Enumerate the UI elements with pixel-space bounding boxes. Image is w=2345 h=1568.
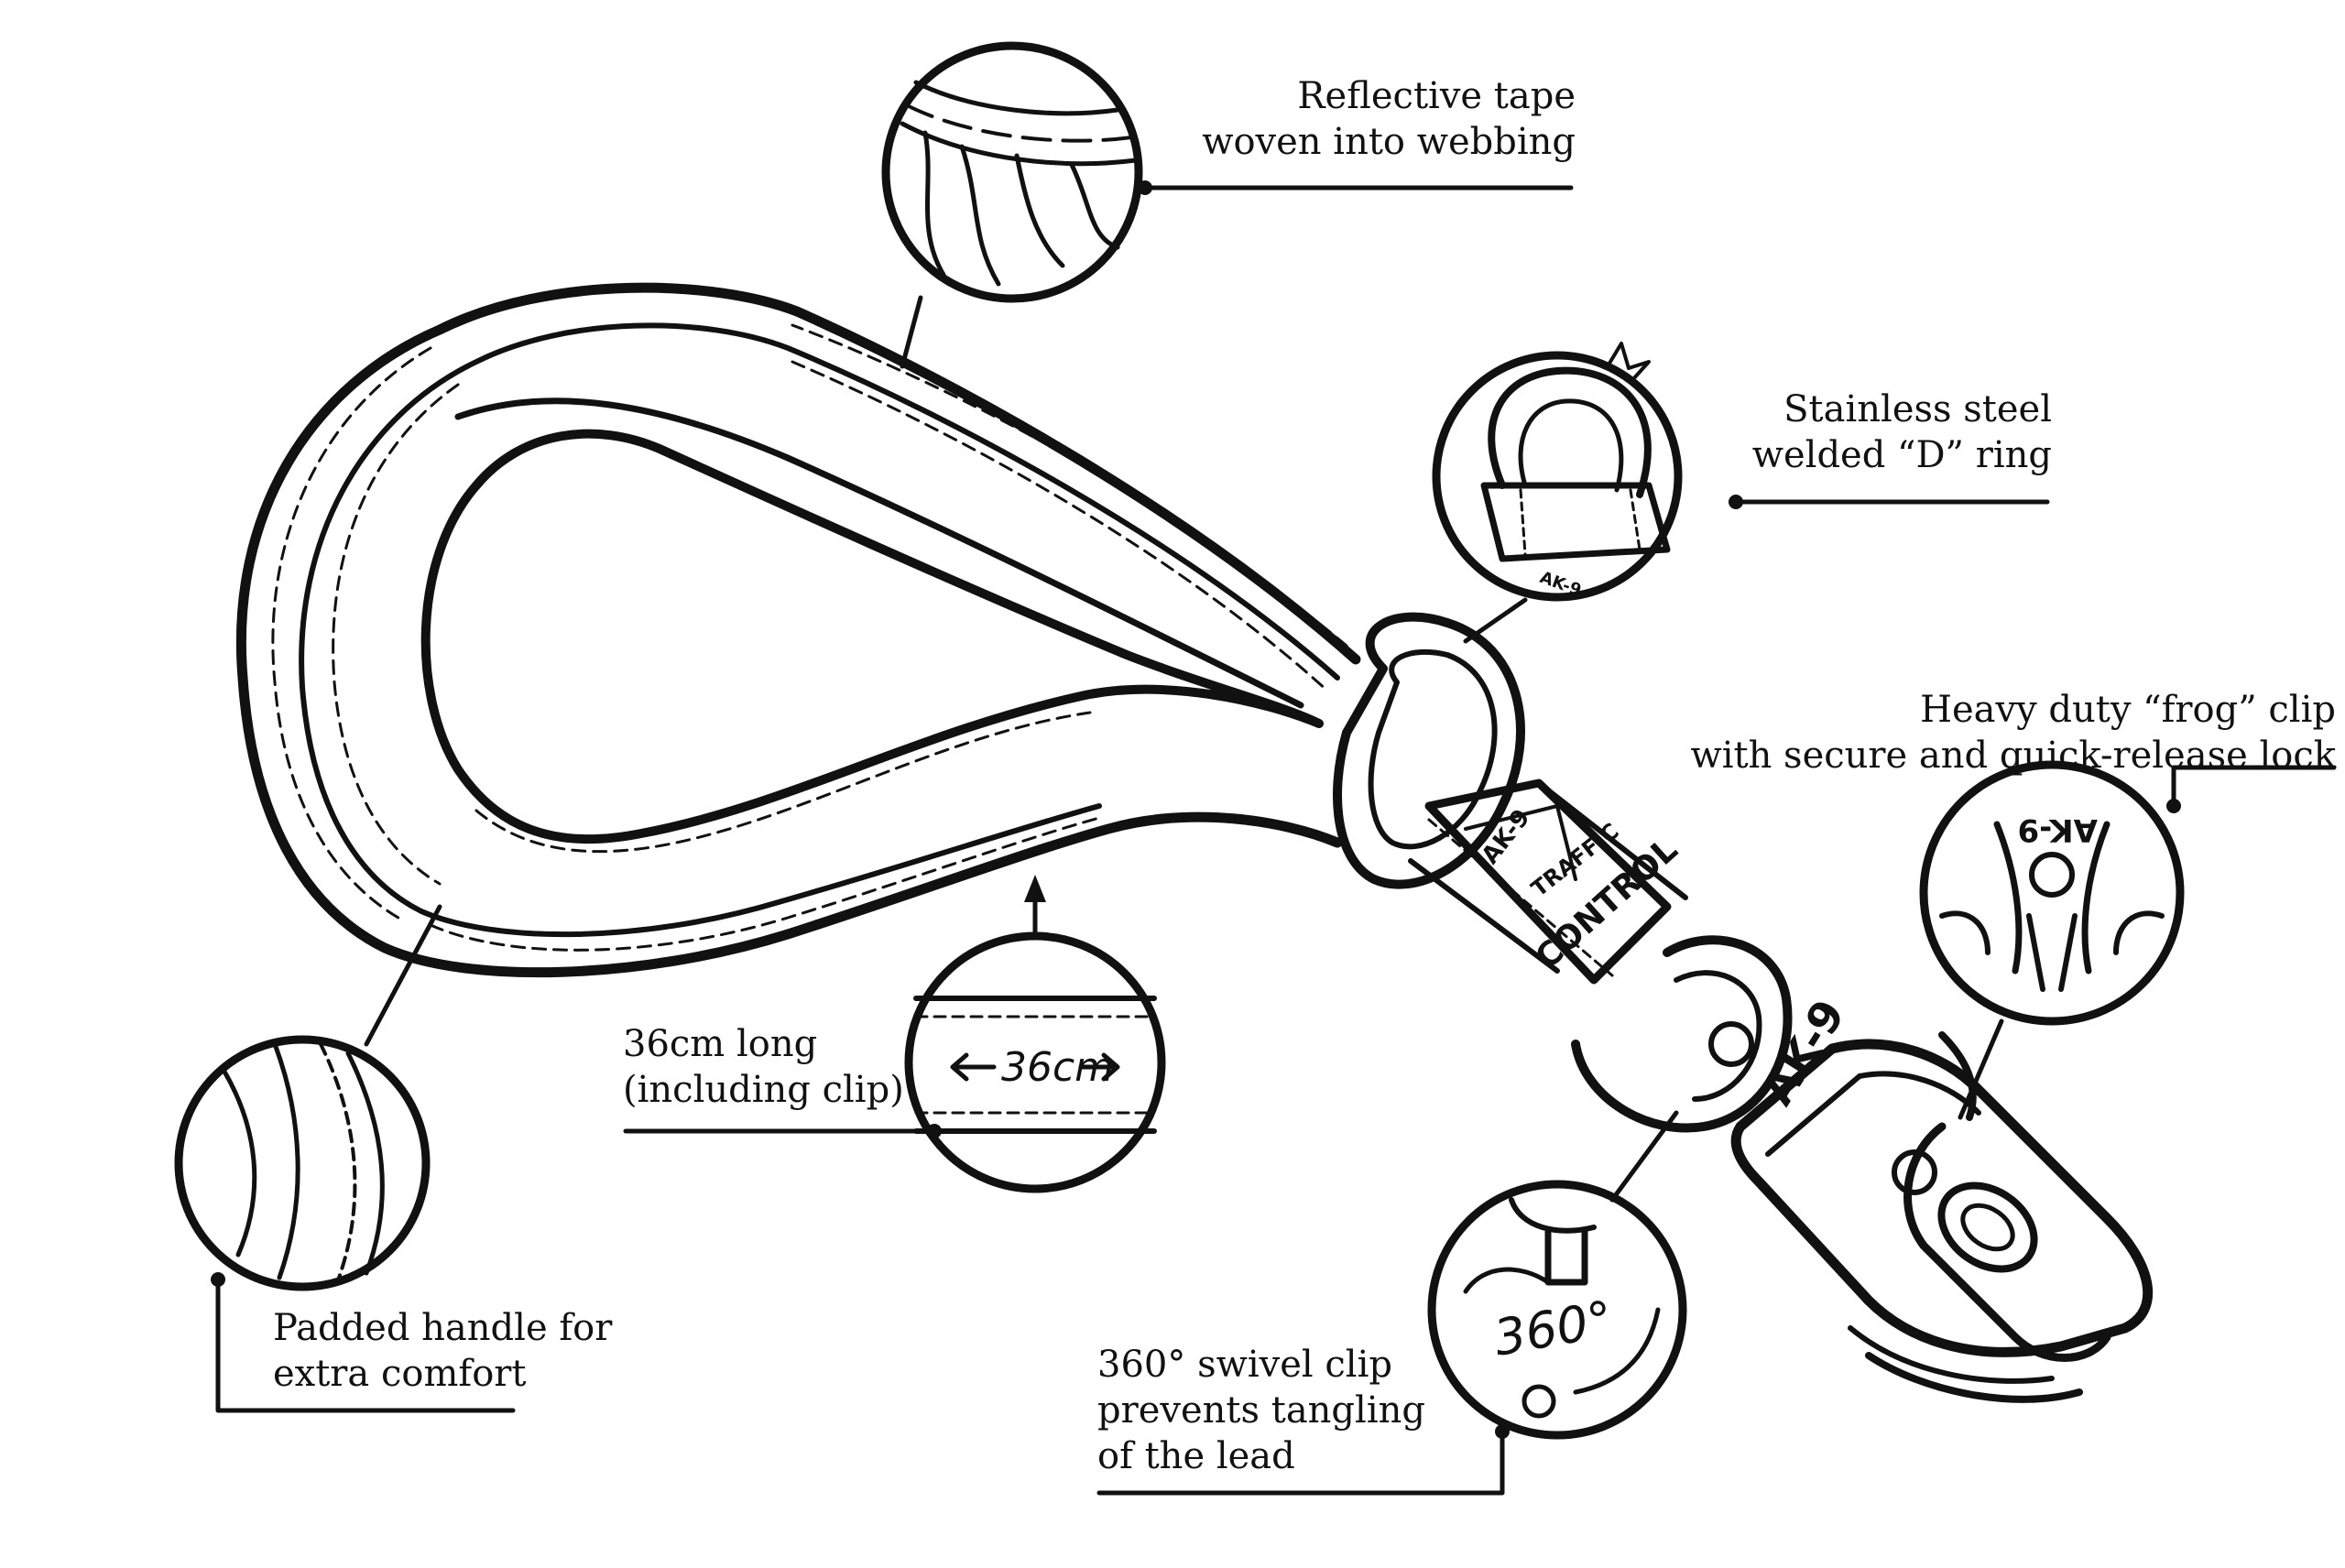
reflective-tape-detail: [881, 41, 1143, 303]
swivel-clip-detail: [1427, 1180, 1687, 1440]
swivel-detail-text: 360°: [1489, 1290, 1617, 1367]
callout-length-line-2: (including clip): [623, 1069, 904, 1111]
length-detail: [904, 931, 1166, 1193]
callout-swivel-line-2: prevents tangling: [1097, 1389, 1425, 1432]
leader-dots: [211, 180, 2181, 1439]
callout-d-ring-line-1: Stainless steel: [1783, 388, 2052, 430]
callout-reflective-tape: Reflective tape woven into webbing: [1154, 73, 1576, 165]
clip-connector-loop: [1571, 935, 1793, 1133]
length-detail-text: 36cm: [1001, 1044, 1114, 1091]
d-ring-detail: [1432, 342, 1683, 602]
callout-swivel-line-3: of the lead: [1097, 1435, 1295, 1477]
callout-d-ring: Stainless steel welded “D” ring: [1722, 387, 2052, 478]
frog-clip-detail: [1919, 760, 2185, 1026]
callout-length: 36cm long (including clip): [623, 1021, 953, 1113]
callout-reflective-line-2: woven into webbing: [1202, 121, 1576, 163]
callout-reflective-line-1: Reflective tape: [1297, 75, 1576, 117]
leash-handle-loop: [235, 282, 1361, 978]
callout-frog-clip-line-2: with secure and quick-release lock: [1690, 735, 2336, 777]
frog-clip: [1730, 1031, 2154, 1403]
callout-frog-clip-line-1: Heavy duty “frog” clip: [1920, 689, 2336, 731]
callout-handle-line-1: Padded handle for: [273, 1307, 613, 1349]
padded-handle-detail: [174, 1035, 431, 1291]
callout-swivel-clip: 360° swivel clip prevents tangling of th…: [1097, 1342, 1464, 1479]
callout-swivel-line-1: 360° swivel clip: [1097, 1344, 1392, 1386]
frog-detail-brand-text: AK-9: [2018, 811, 2098, 848]
callout-d-ring-line-2: welded “D” ring: [1751, 434, 2052, 476]
leader-lines: [215, 185, 2337, 1496]
traffic-control-tag: [1408, 779, 1688, 985]
callout-length-line-1: 36cm long: [623, 1023, 818, 1065]
callout-frog-clip: Heavy duty “frog” clip with secure and q…: [1631, 687, 2336, 779]
callout-padded-handle: Padded handle for extra comfort: [273, 1305, 658, 1397]
callout-handle-line-2: extra comfort: [273, 1353, 527, 1395]
